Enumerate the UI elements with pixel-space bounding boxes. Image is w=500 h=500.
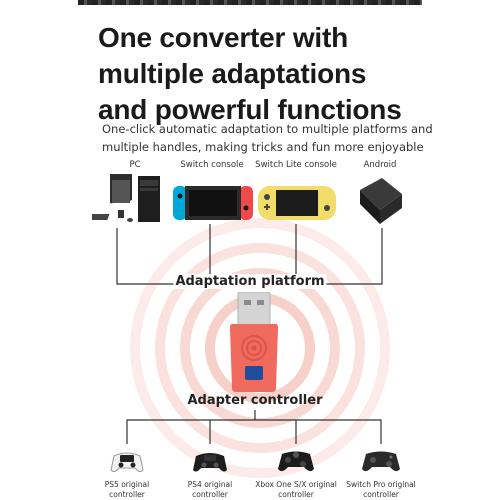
switch-pro-controller-icon [362, 451, 400, 472]
xbox-controller-icon [278, 451, 314, 472]
desktop-pc-icon [92, 174, 160, 222]
controller-label-ps5-line1: PS5 original [104, 480, 150, 489]
platform-label-switch-lite: Switch Lite console [255, 160, 337, 170]
controller-label-xbox-line2: controller [278, 489, 314, 499]
controller-label-switch-pro-line2: controller [363, 489, 399, 499]
controller-label-ps4-line2: controller [192, 489, 228, 499]
controller-label-ps4: PS4 original controller [188, 480, 232, 499]
platform-label-android: Android [363, 160, 397, 170]
adaptation-platform-label: Adaptation platform [173, 274, 327, 289]
subheadline: One-click automatic adaptation to multip… [102, 120, 433, 156]
switch-console-icon [173, 186, 253, 220]
page-headline: One converter with multiple adaptations … [98, 20, 438, 128]
headline-line-3: and powerful functions [98, 94, 402, 125]
adapter-controller-label: Adapter controller [187, 393, 323, 408]
ps4-controller-icon [193, 453, 227, 472]
headline-line-1: One converter with [98, 22, 349, 53]
android-box-icon [360, 178, 402, 224]
controller-label-ps4-line1: PS4 original [187, 480, 233, 489]
controller-label-ps5: PS5 original controller [105, 480, 149, 499]
controller-label-ps5-line2: controller [109, 489, 145, 499]
subheadline-line-2: multiple handles, making tricks and fun … [102, 140, 424, 154]
top-banner-strip [78, 0, 422, 5]
controller-label-xbox-line1: Xbox One S/X original [255, 480, 337, 489]
usb-adapter-icon [230, 292, 278, 392]
platform-label-pc: PC [129, 160, 141, 170]
controller-label-switch-pro-line1: Switch Pro original [346, 480, 416, 489]
platform-label-switch: Switch console [180, 160, 244, 170]
switch-lite-icon [258, 186, 336, 220]
controller-label-xbox: Xbox One S/X original controller [255, 480, 337, 499]
subheadline-line-1: One-click automatic adaptation to multip… [102, 122, 433, 136]
controller-label-switch-pro: Switch Pro original controller [346, 480, 416, 499]
ps5-controller-icon [110, 452, 144, 473]
headline-line-2: multiple adaptations [98, 58, 367, 89]
